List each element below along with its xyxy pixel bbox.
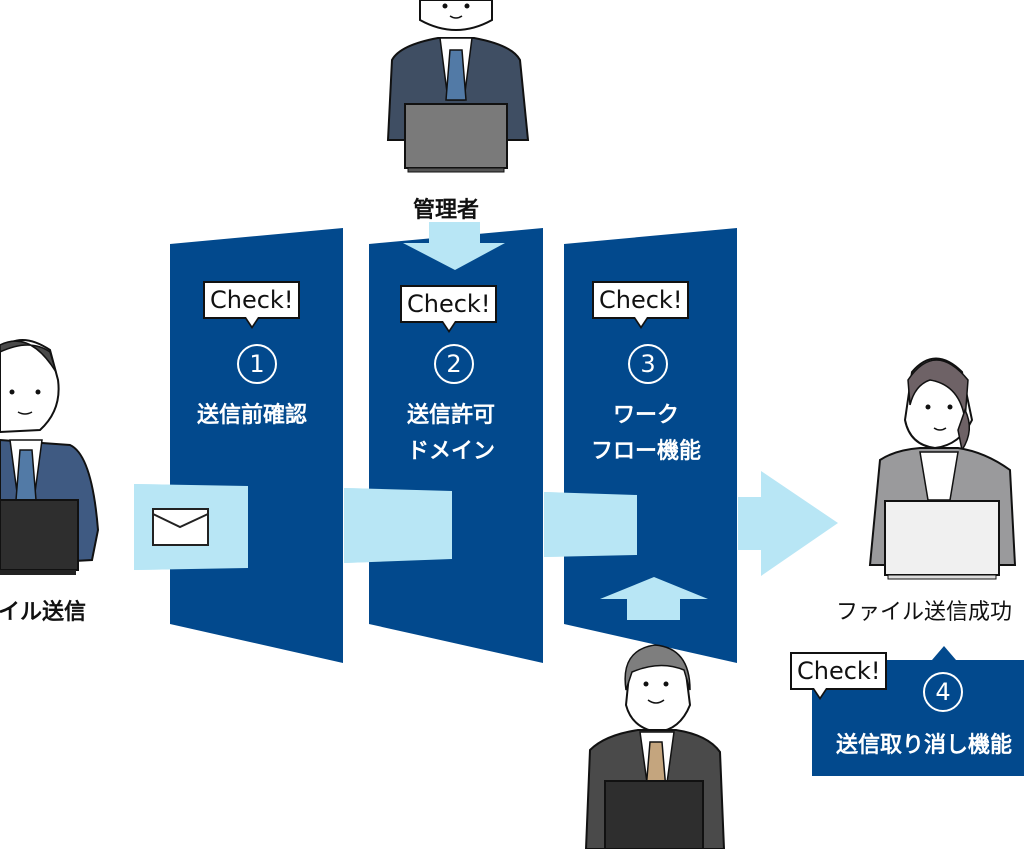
step-subtitle-3: フロー機能 — [590, 439, 701, 464]
step-title-1: 送信前確認 — [196, 403, 307, 428]
admin-label: 管理者 — [413, 198, 480, 223]
recipient-figure — [868, 357, 1017, 580]
step-title-2: 送信許可 — [406, 403, 495, 428]
recipient-label: ファイル送信成功 — [836, 600, 1013, 625]
check-badge-4: Check! — [790, 652, 888, 700]
step-number-4: 4 — [923, 672, 963, 712]
step-number-1: 1 — [237, 344, 277, 384]
step-title-3: ワーク — [612, 403, 679, 428]
step-number-2: 2 — [434, 344, 474, 384]
check-badge-1: Check! — [203, 281, 301, 329]
admin-figure — [386, 0, 530, 173]
arrow-right-icon — [738, 471, 838, 576]
check-badge-2: Check! — [400, 285, 498, 333]
step-number-3: 3 — [628, 344, 668, 384]
check-badge-3: Check! — [592, 281, 690, 329]
envelope-icon — [152, 508, 209, 546]
step-subtitle-2: ドメイン — [406, 439, 495, 464]
supervisor-figure — [584, 644, 726, 849]
arrow-down-icon — [403, 222, 505, 270]
sender-figure — [0, 339, 100, 575]
arrow-up-icon — [600, 577, 708, 620]
sender-label: ファイル送信 — [0, 600, 87, 625]
step-title-4: 送信取り消し機能 — [836, 733, 1013, 758]
